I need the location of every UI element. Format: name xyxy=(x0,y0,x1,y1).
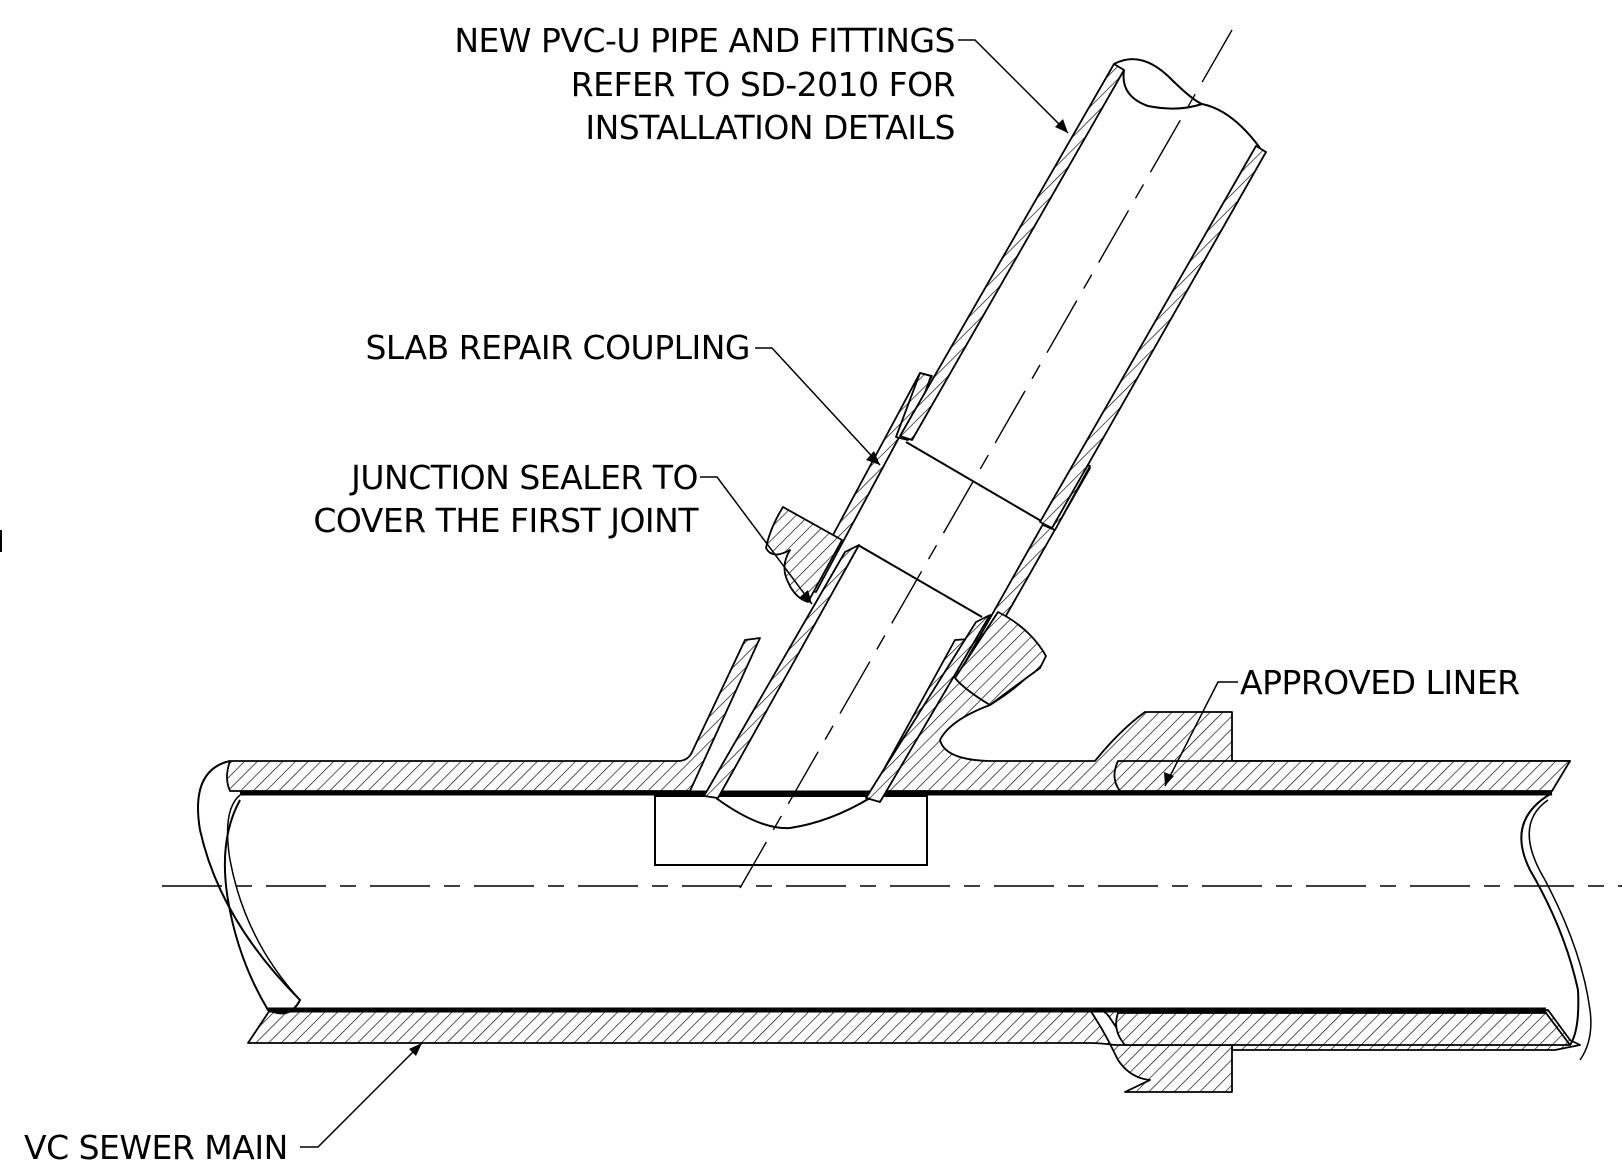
label-sewer-main: VC SEWER MAIN xyxy=(24,1128,288,1167)
main-right-break-inner xyxy=(1528,799,1592,1061)
main-right-break xyxy=(1520,792,1580,1046)
saddle-opening xyxy=(654,795,928,866)
label-new-pipe-line3: INSTALLATION DETAILS xyxy=(585,108,955,147)
main-bottom-wall-outer xyxy=(247,1009,1233,1093)
new-pipe-wall-left xyxy=(899,63,1125,441)
junction-sealer-right xyxy=(954,611,1047,706)
branch-lower-end-curve xyxy=(715,797,871,830)
branch-lower-wall-left xyxy=(703,544,860,799)
new-pipe-break xyxy=(1113,58,1261,149)
label-new-pipe-line1: NEW PVC-U PIPE AND FITTINGS xyxy=(454,21,955,60)
liner-right-strip-bottom xyxy=(1115,1012,1571,1046)
label-sealer-line2: COVER THE FIRST JOINT xyxy=(313,501,699,540)
branch-lower-pipe xyxy=(703,544,991,830)
leader-new-pipe xyxy=(958,39,1069,134)
new-pipe-wall-right xyxy=(1039,145,1267,529)
main-left-break xyxy=(197,760,302,1015)
label-new-pipe-line2: REFER TO SD-2010 FOR xyxy=(571,65,955,104)
main-left-break-inner xyxy=(226,794,301,1001)
new-pvc-pipe xyxy=(899,58,1267,529)
leader-sealer xyxy=(700,476,813,605)
main-top-wall xyxy=(226,637,761,792)
label-coupling: SLAB REPAIR COUPLING xyxy=(365,328,750,367)
branch-lower-wall-right xyxy=(865,614,991,803)
branch-center-line xyxy=(739,29,1233,889)
leader-coupling xyxy=(755,347,881,466)
label-sealer-line1: JUNCTION SEALER TO xyxy=(349,458,698,497)
coupling-left-cap xyxy=(895,372,932,441)
leader-liner xyxy=(1164,681,1238,787)
junction-sealer xyxy=(765,506,843,603)
label-liner: APPROVED LINER xyxy=(1240,663,1520,702)
sewer-main-pipe xyxy=(197,637,1592,1093)
coupling-joint-line xyxy=(905,441,1049,526)
branch-lower-joint-line xyxy=(857,544,983,618)
liner-right-strip xyxy=(1113,760,1571,792)
leader-sewer-main xyxy=(300,1042,423,1148)
